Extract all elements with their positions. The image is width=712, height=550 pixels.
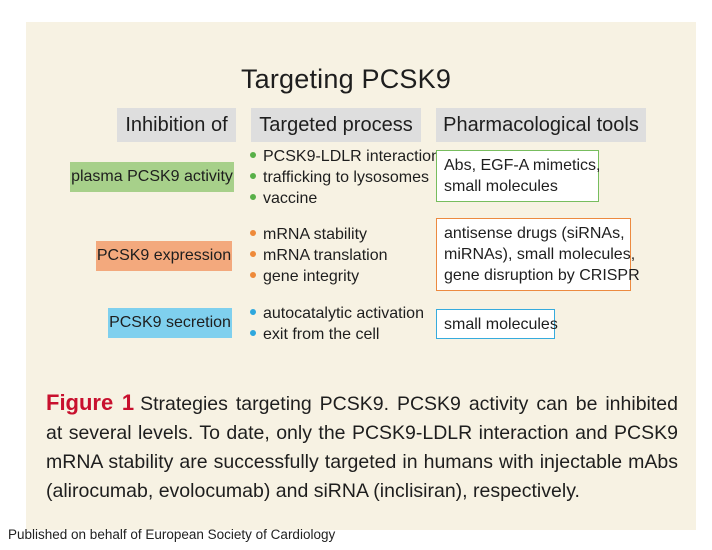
list-item: PCSK9-LDLR interaction <box>250 146 440 167</box>
bullet-dot <box>250 193 256 200</box>
process-list-expression: mRNA stability mRNA translation gene int… <box>250 224 388 287</box>
target-expression: PCSK9 expression <box>96 241 232 271</box>
list-item: exit from the cell <box>250 324 424 345</box>
bullet-dot <box>250 250 256 257</box>
tools-box-activity: Abs, EGF-A mimetics, small molecules <box>436 150 600 202</box>
process-list-activity: PCSK9-LDLR interaction trafficking to ly… <box>250 146 440 209</box>
list-item: gene integrity <box>250 266 388 287</box>
process-list-secretion: autocatalytic activation exit from the c… <box>250 303 424 345</box>
bullet-dot <box>250 229 256 236</box>
list-item: mRNA translation <box>250 245 388 266</box>
list-item: mRNA stability <box>250 224 388 245</box>
diagram-title: Targeting PCSK9 <box>240 64 452 94</box>
figure-label: Figure 1 <box>46 390 135 415</box>
list-item: autocatalytic activation <box>250 303 424 324</box>
bullet-dot <box>250 151 256 158</box>
caption-text: Strategies targeting PCSK9. PCSK9 activi… <box>46 393 678 502</box>
publisher-footer: Published on behalf of European Society … <box>8 527 336 542</box>
header-pharmacological-tools: Pharmacological tools <box>436 108 646 142</box>
bullet-dot <box>250 271 256 278</box>
list-item: vaccine <box>250 188 440 209</box>
target-plasma-activity: plasma PCSK9 activity <box>70 162 234 192</box>
figure-panel: Targeting PCSK9 Inhibition of Targeted p… <box>26 22 696 530</box>
list-item: trafficking to lysosomes <box>250 167 440 188</box>
bullet-dot <box>250 308 256 315</box>
tools-box-secretion: small molecules <box>436 309 558 339</box>
tools-box-expression: antisense drugs (siRNAs, miRNAs), small … <box>436 218 640 291</box>
bullet-dot <box>250 172 256 179</box>
header-inhibition: Inhibition of <box>117 108 236 142</box>
target-secretion: PCSK9 secretion <box>108 308 232 338</box>
header-targeted-process: Targeted process <box>251 108 421 142</box>
bullet-dot <box>250 329 256 336</box>
